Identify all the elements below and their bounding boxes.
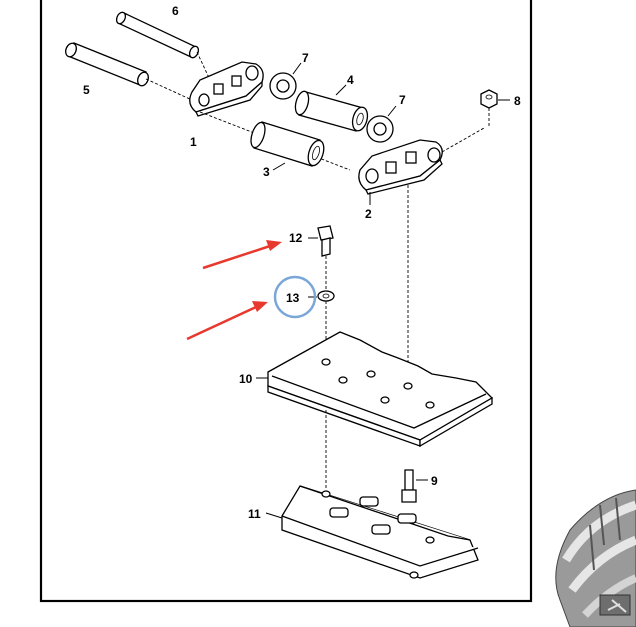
callout-6: 6 <box>172 4 179 18</box>
callout-7-lower: 7 <box>399 93 406 107</box>
callout-12: 12 <box>289 231 303 245</box>
callout-3: 3 <box>263 165 270 179</box>
washer-part-13 <box>308 290 335 360</box>
callout-2: 2 <box>365 207 372 221</box>
callout-10: 10 <box>239 372 253 386</box>
callout-8: 8 <box>514 94 521 108</box>
track-photo-fragment <box>555 489 636 627</box>
diagram-frame <box>39 0 533 603</box>
washer-part-7-lower <box>366 105 397 143</box>
track-link-part-2 <box>358 127 485 205</box>
bushing-part-3 <box>250 121 325 171</box>
callout-1: 1 <box>190 135 197 149</box>
callout-4: 4 <box>347 73 354 87</box>
pin-part-6 <box>115 11 211 81</box>
callout-7-upper: 7 <box>302 51 309 65</box>
callout-11: 11 <box>248 507 261 521</box>
callout-9: 9 <box>431 474 438 488</box>
callout-5: 5 <box>83 83 90 97</box>
red-arrow-upper <box>202 240 282 270</box>
red-arrow-lower <box>186 301 268 341</box>
rubber-pad-part-11 <box>265 485 479 579</box>
bolt-part-12 <box>308 225 334 290</box>
track-link-part-1 <box>189 61 351 171</box>
track-shoe-part-10 <box>256 331 494 448</box>
highlight-circle <box>273 275 317 319</box>
callout-13: 13 <box>286 291 300 305</box>
nut-part-8 <box>480 89 510 128</box>
bushing-part-4 <box>294 84 369 132</box>
bolt-part-9 <box>401 469 428 503</box>
pin-part-5 <box>65 42 193 101</box>
washer-part-7-upper <box>269 62 302 100</box>
